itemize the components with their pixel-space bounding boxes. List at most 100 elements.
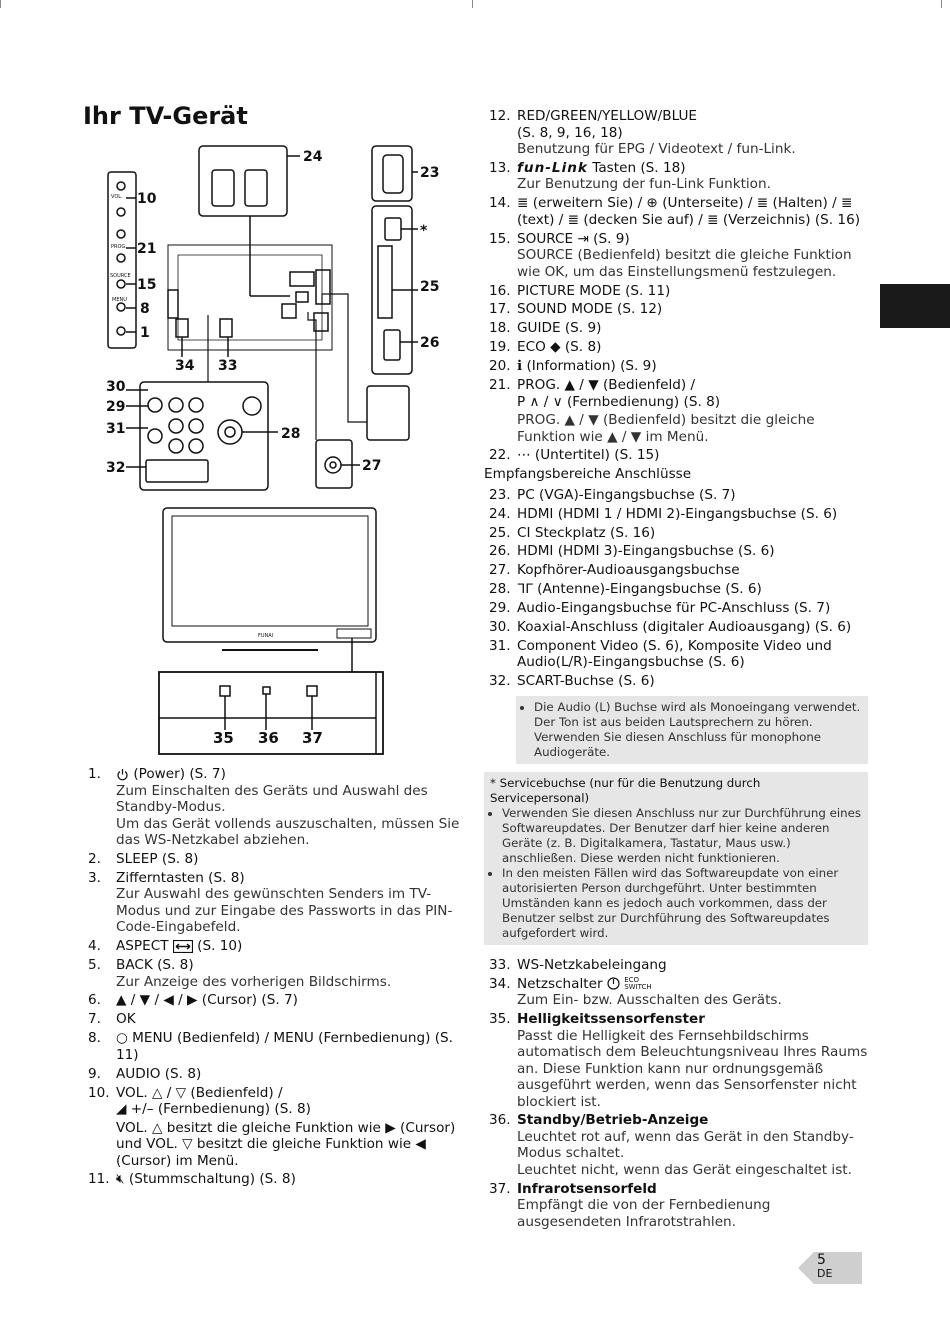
item-number: 1.	[88, 766, 101, 782]
label-29: 29	[106, 399, 125, 415]
item-label: SOURCE ⇥ (S. 9)	[517, 230, 630, 247]
list-item-16: 16. PICTURE MODE (S. 11)	[484, 283, 868, 300]
item-label: Audio-Eingangsbuchse für PC-Anschluss (S…	[517, 600, 831, 617]
item-label: SLEEP (S. 8)	[116, 850, 199, 867]
side-control-panel	[107, 171, 137, 349]
label-star: *	[420, 223, 428, 239]
label-1: 1	[140, 325, 150, 341]
label-8: 8	[140, 301, 150, 317]
item-label: Kopfhörer-Audioausgangsbuchse	[517, 562, 740, 579]
item-label: ECO ◆ (S. 8)	[517, 339, 602, 356]
list-item-4: 4. ASPECT (S. 10)	[88, 938, 243, 955]
label-10: 10	[137, 191, 157, 207]
list-item-28: 28. ᒣᒥ (Antenne)-Eingangsbuchse (S. 6)	[484, 581, 868, 598]
label-15: 15	[137, 277, 156, 293]
item-label: ≣ (erweitern Sie) / ⊕ (Unterseite) / ≣ (…	[517, 195, 861, 228]
item-label: Zifferntasten (S. 8)	[116, 869, 245, 886]
list-item-10: 10. VOL. △ / ▽ (Bedienfeld) / ◢ +/– (Fer…	[83, 1085, 468, 1170]
list-item-23: 23. PC (VGA)-Eingangsbuchse (S. 7)	[484, 487, 868, 504]
list-item-8: 8. ○ MENU (Bedienfeld) / MENU (Fernbedie…	[83, 1030, 468, 1063]
item-desc: Zum Ein- bzw. Ausschalten des Geräts.	[517, 992, 782, 1009]
label-23: 23	[420, 165, 439, 181]
item-label: (Power) (S. 7)	[133, 766, 226, 782]
note-box-audio: Die Audio (L) Buchse wird als Monoeingan…	[516, 695, 868, 764]
label-34: 34	[175, 358, 195, 374]
item-label: Helligkeitssensorfenster	[517, 1011, 705, 1028]
item-label: Tasten (S. 18)	[592, 159, 686, 176]
label-24: 24	[303, 149, 323, 165]
list-item-31: 31. Component Video (S. 6), Komposite Vi…	[484, 638, 868, 671]
list-item-3: 3. Zifferntasten (S. 8) Zur Auswahl des …	[83, 870, 468, 936]
item-label: Koaxial-Anschluss (digitaler Audioausgan…	[517, 619, 852, 636]
item-label: OK	[116, 1011, 136, 1028]
item-desc: Zum Einschalten des Geräts und Auswahl d…	[116, 782, 428, 816]
item-label: 🔇︎ (Stummschaltung) (S. 8)	[116, 1171, 296, 1188]
item-desc: Zur Anzeige des vorherigen Bildschirms.	[116, 973, 392, 990]
label-35: 35	[213, 729, 234, 747]
list-item-30: 30. Koaxial-Anschluss (digitaler Audioau…	[484, 619, 868, 636]
label-27: 27	[362, 458, 381, 474]
item-label: PC (VGA)-Eingangsbuchse (S. 7)	[517, 486, 736, 503]
label-25: 25	[420, 279, 439, 295]
item-desc: VOL. △ besitzt die gleiche Funktion wie …	[116, 1119, 456, 1169]
item-label: AUDIO (S. 8)	[116, 1065, 202, 1082]
item-label: CI Steckplatz (S. 16)	[517, 524, 656, 541]
item-label: Standby/Betrieb-Anzeige	[517, 1112, 709, 1129]
item-desc: Passt die Helligkeit des Fernsehbildschi…	[517, 1027, 868, 1110]
list-item-7: 7. OK	[83, 1011, 468, 1028]
item-label: (S. 10)	[197, 938, 243, 955]
list-item-24: 24. HDMI (HDMI 1 / HDMI 2)-Eingangsbuchs…	[484, 506, 868, 523]
item-label: Infrarotsensorfeld	[517, 1180, 657, 1197]
crop-mark	[941, 0, 942, 8]
label-28: 28	[281, 426, 300, 442]
list-item-25: 25. CI Steckplatz (S. 16)	[484, 525, 868, 542]
list-item-26: 26. HDMI (HDMI 3)-Eingangsbuchse (S. 6)	[484, 543, 868, 560]
list-item-5: 5. BACK (S. 8) Zur Anzeige des vorherige…	[83, 957, 468, 990]
right-column: 12. RED/GREEN/YELLOW/BLUE (S. 8, 9, 16, …	[484, 108, 868, 1233]
item-label: ○ MENU (Bedienfeld) / MENU (Fernbedienun…	[116, 1030, 453, 1063]
item-label: HDMI (HDMI 3)-Eingangsbuchse (S. 6)	[517, 543, 775, 560]
item-label-prefix: ASPECT	[116, 938, 169, 955]
service-note-box: * Servicebuchse (nur für die Benutzung d…	[484, 771, 868, 945]
item-label: HDMI (HDMI 1 / HDMI 2)-Eingangsbuchse (S…	[517, 505, 838, 522]
item-label: Component Video (S. 6), Komposite Video …	[517, 637, 832, 671]
left-column: 1. (Power) (S. 7) Zum Einschalten des Ge…	[83, 766, 468, 1190]
label-32: 32	[106, 460, 125, 476]
note-text: Die Audio (L) Buchse wird als Monoeingan…	[534, 700, 862, 760]
power-icon	[607, 977, 620, 990]
list-item-34: 34. Netzschalter ECO SWITCH Zum Ein- bzw…	[484, 976, 868, 1009]
page-badge	[798, 1252, 862, 1284]
power-icon	[117, 768, 128, 780]
label-33: 33	[218, 358, 237, 374]
service-bullet: Verwenden Sie diesen Anschluss nur zur D…	[502, 806, 862, 866]
list-item-19: 19. ECO ◆ (S. 8)	[484, 339, 868, 356]
item-label: PROG. ▲ / ▼ (Bedienfeld) /	[517, 377, 696, 394]
list-item-37: 37. Infrarotsensorfeld Empfängt die von …	[484, 1181, 868, 1231]
item-desc: Zur Benutzung der fun-Link Funktion.	[517, 176, 771, 193]
item-label-2: P ∧ / ∨ (Fernbedienung) (S. 8)	[517, 393, 721, 410]
panel-label-menu: MENU	[112, 297, 127, 303]
item-desc: Leuchtet rot auf, wenn das Gerät in den …	[517, 1128, 854, 1162]
list-item-1: 1. (Power) (S. 7) Zum Einschalten des Ge…	[83, 766, 468, 849]
brand-logo: FUNAI	[258, 633, 273, 639]
label-30: 30	[106, 379, 126, 395]
item-desc: Zur Auswahl des gewünschten Senders im T…	[116, 886, 453, 936]
item-label: Netzschalter	[517, 975, 603, 992]
aspect-icon	[172, 939, 193, 953]
crop-mark	[472, 0, 473, 8]
list-item-22: 22. ⋯ (Untertitel) (S. 15)	[484, 447, 868, 464]
section-tab	[880, 284, 950, 328]
label-26: 26	[420, 335, 439, 351]
item-label: ℹ (Information) (S. 9)	[517, 358, 657, 375]
item-desc: Benutzung für EPG / Videotext / fun-Link…	[517, 141, 796, 157]
item-label: BACK (S. 8)	[116, 957, 194, 974]
fun-link-logo: fun-Link	[517, 159, 588, 176]
list-item-17: 17. SOUND MODE (S. 12)	[484, 301, 868, 318]
list-item-27: 27. Kopfhörer-Audioausgangsbuchse	[484, 562, 868, 579]
item-label: ᒣᒥ (Antenne)-Eingangsbuchse (S. 6)	[517, 581, 762, 598]
list-item-36: 36. Standby/Betrieb-Anzeige Leuchtet rot…	[484, 1112, 868, 1178]
page-language: DE	[817, 1267, 833, 1280]
label-31: 31	[106, 421, 125, 437]
list-item-6: 6. ▲ / ▼ / ◀ / ▶ (Cursor) (S. 7)	[83, 992, 468, 1009]
panel-label-prog: PROG.	[111, 244, 127, 250]
